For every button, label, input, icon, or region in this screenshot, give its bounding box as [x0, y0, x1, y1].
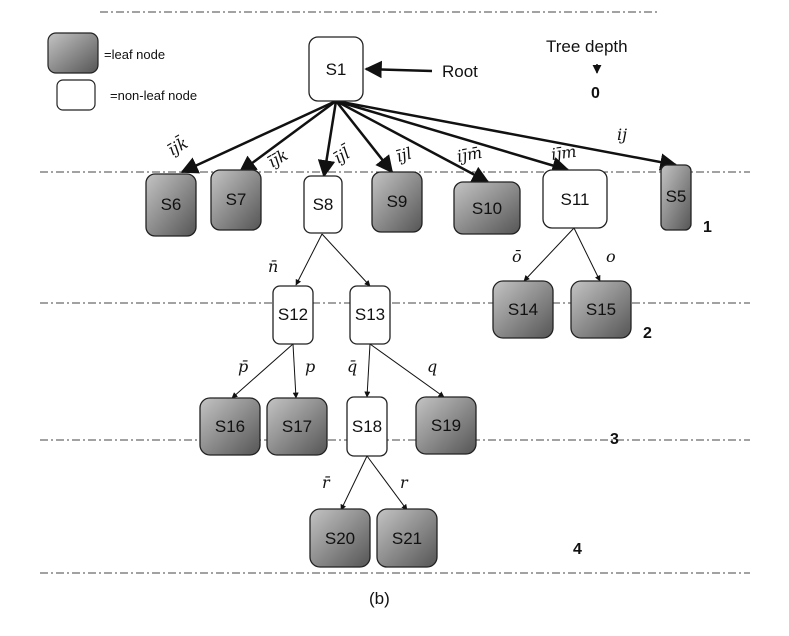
node-s1: S1	[308, 36, 364, 102]
edge-s1-s9	[335, 100, 394, 174]
node-s10: S10	[453, 181, 521, 235]
edge-s1-s5	[335, 99, 678, 171]
edge-label-s5: ij	[617, 125, 627, 144]
svg-text:S9: S9	[387, 192, 408, 211]
edge-s13-s18	[364, 343, 371, 398]
svg-text:S21: S21	[392, 529, 422, 548]
edge-s11-s14	[523, 227, 575, 282]
child-edges	[231, 227, 601, 511]
edge-label-r: r	[400, 473, 409, 492]
svg-text:S10: S10	[472, 199, 502, 218]
edge-label-o-bar: ō	[512, 247, 522, 266]
node-s6: S6	[145, 173, 197, 237]
legend-nonleaf-swatch	[56, 79, 96, 111]
svg-text:S1: S1	[326, 60, 347, 79]
edge-s1-s7	[238, 99, 337, 174]
edge-label-s6: ījk̄	[163, 131, 191, 159]
edge-s8-s12	[295, 233, 323, 286]
svg-text:S13: S13	[355, 305, 385, 324]
node-s14: S14	[492, 280, 554, 339]
node-s11: S11	[542, 169, 608, 229]
edge-s12-s16	[231, 343, 294, 399]
root-label: Root	[442, 62, 478, 81]
depth-level-4: 4	[573, 541, 582, 558]
edge-label-p-bar: p̄	[238, 357, 248, 376]
edge-s11-s15	[573, 227, 601, 282]
svg-text:S18: S18	[352, 417, 382, 436]
svg-text:S5: S5	[666, 187, 687, 206]
svg-text:S14: S14	[508, 300, 538, 319]
depth-level-0: 0	[591, 85, 600, 102]
svg-text:S6: S6	[161, 195, 182, 214]
edge-s1-s11	[335, 99, 570, 174]
node-s15: S15	[570, 280, 632, 339]
edge-s13-s19	[369, 343, 445, 398]
node-s5: S5	[660, 164, 692, 231]
svg-text:S12: S12	[278, 305, 308, 324]
node-s8: S8	[303, 175, 343, 234]
node-s7: S7	[210, 169, 262, 231]
legend-nonleaf-label: =non-leaf node	[110, 88, 197, 103]
node-s9: S9	[371, 171, 423, 233]
svg-text:S7: S7	[226, 190, 247, 209]
edge-label-n: n̄	[268, 257, 278, 276]
svg-text:S15: S15	[586, 300, 616, 319]
edge-label-r-bar: r̄	[322, 473, 331, 492]
edge-s8-s13	[321, 233, 371, 287]
edge-label-o: o	[606, 247, 616, 266]
child-edge-labels: n̄ ō o p̄ p q̄ q r̄ r	[238, 247, 616, 492]
edge-s18-s21	[366, 455, 408, 511]
svg-text:S16: S16	[215, 417, 245, 436]
node-s16: S16	[199, 397, 261, 456]
nodes: S1 S6 S7 S8 S9 S10 S11	[145, 36, 692, 568]
node-s12: S12	[272, 285, 314, 345]
edge-label-s11: ij̄m	[550, 142, 578, 164]
edge-s12-s17	[292, 343, 299, 399]
node-s17: S17	[266, 397, 328, 456]
svg-text:S19: S19	[431, 416, 461, 435]
edge-label-q-bar: q̄	[347, 357, 357, 376]
depth-level-2: 2	[643, 325, 652, 342]
edge-label-s8: īj̄k	[265, 145, 292, 171]
edge-label-s10: ījl	[394, 144, 414, 166]
edge-label-p: p	[305, 357, 315, 376]
edge-label-s10b: ij̄m̄	[455, 143, 483, 166]
node-s20: S20	[309, 508, 371, 568]
depth-title: Tree depth	[546, 37, 628, 56]
node-s13: S13	[349, 285, 391, 345]
edge-label-s9: ījl̄	[329, 140, 354, 167]
svg-text:S17: S17	[282, 417, 312, 436]
node-s21: S21	[376, 508, 438, 568]
caption: (b)	[369, 589, 390, 608]
edge-s1-s10	[335, 99, 490, 184]
depth-level-1: 1	[703, 219, 712, 236]
legend-leaf-swatch	[47, 32, 99, 74]
node-s19: S19	[415, 396, 477, 455]
edge-s1-s6	[180, 99, 337, 174]
legend-leaf-label: =leaf node	[104, 47, 165, 62]
depth-level-3: 3	[610, 431, 619, 448]
svg-text:S8: S8	[313, 195, 334, 214]
svg-text:S11: S11	[561, 190, 590, 209]
edge-label-q: q	[427, 357, 437, 376]
edge-s18-s20	[340, 455, 368, 511]
root-arrow	[364, 60, 433, 79]
root-edges	[180, 99, 678, 184]
svg-text:S20: S20	[325, 529, 355, 548]
legend: =leaf node =non-leaf node	[47, 32, 197, 111]
edge-s1-s8	[317, 100, 338, 178]
node-s18: S18	[346, 396, 388, 457]
